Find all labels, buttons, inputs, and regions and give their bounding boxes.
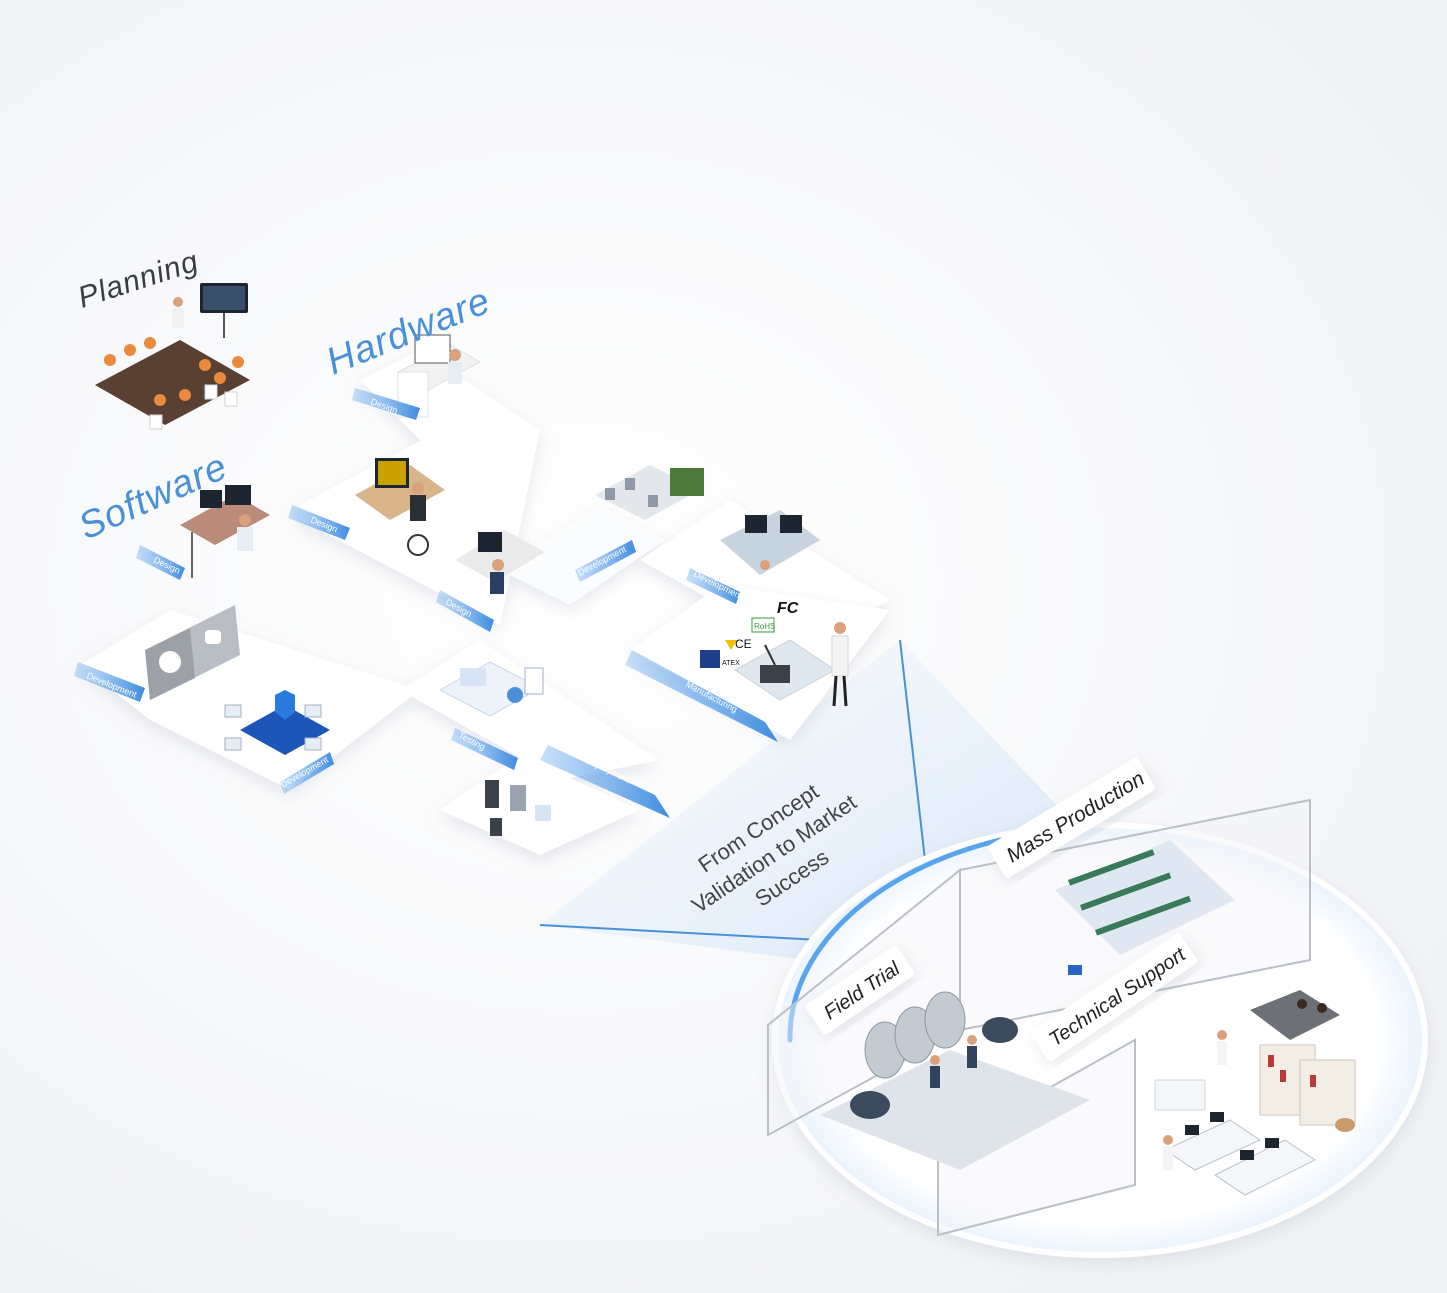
workstation-illustration bbox=[455, 530, 545, 594]
security-chip-illustration bbox=[224, 690, 330, 755]
technical-support-illustration bbox=[1154, 990, 1356, 1196]
field-trial-illustration bbox=[820, 991, 1090, 1170]
manufacturing-illustration bbox=[734, 622, 849, 707]
software-design-illustration bbox=[180, 485, 270, 578]
lab-development-illustration bbox=[595, 465, 704, 520]
os-platform-panel bbox=[145, 605, 240, 700]
tuv-badge-icon bbox=[700, 650, 720, 668]
pcb-design-illustration bbox=[355, 458, 445, 556]
planning-meeting-illustration bbox=[95, 283, 250, 430]
mass-production-illustration bbox=[1055, 840, 1235, 975]
certification-badges: ATEX CE RoHS FC bbox=[700, 600, 799, 668]
rohs-badge bbox=[751, 617, 775, 633]
atex-label: ATEX bbox=[722, 660, 740, 667]
phase-title-planning: Planning bbox=[74, 245, 203, 315]
apple-icon bbox=[159, 651, 181, 673]
deployment-illustration bbox=[485, 780, 551, 836]
android-icon bbox=[205, 630, 221, 644]
control-room-illustration bbox=[720, 510, 820, 575]
fcc-label: FC bbox=[777, 600, 799, 617]
beam-edge-right bbox=[899, 639, 926, 861]
outcomes-circle: Mass Production Field Trial Technical Su… bbox=[767, 757, 1428, 1258]
beam-edge-bottom bbox=[539, 924, 821, 941]
testing-illustration bbox=[438, 661, 544, 717]
shield-lock-icon bbox=[275, 690, 295, 720]
ce-label: CE bbox=[735, 637, 752, 651]
rohs-label: RoHS bbox=[754, 622, 775, 631]
atex-icon bbox=[725, 640, 737, 650]
